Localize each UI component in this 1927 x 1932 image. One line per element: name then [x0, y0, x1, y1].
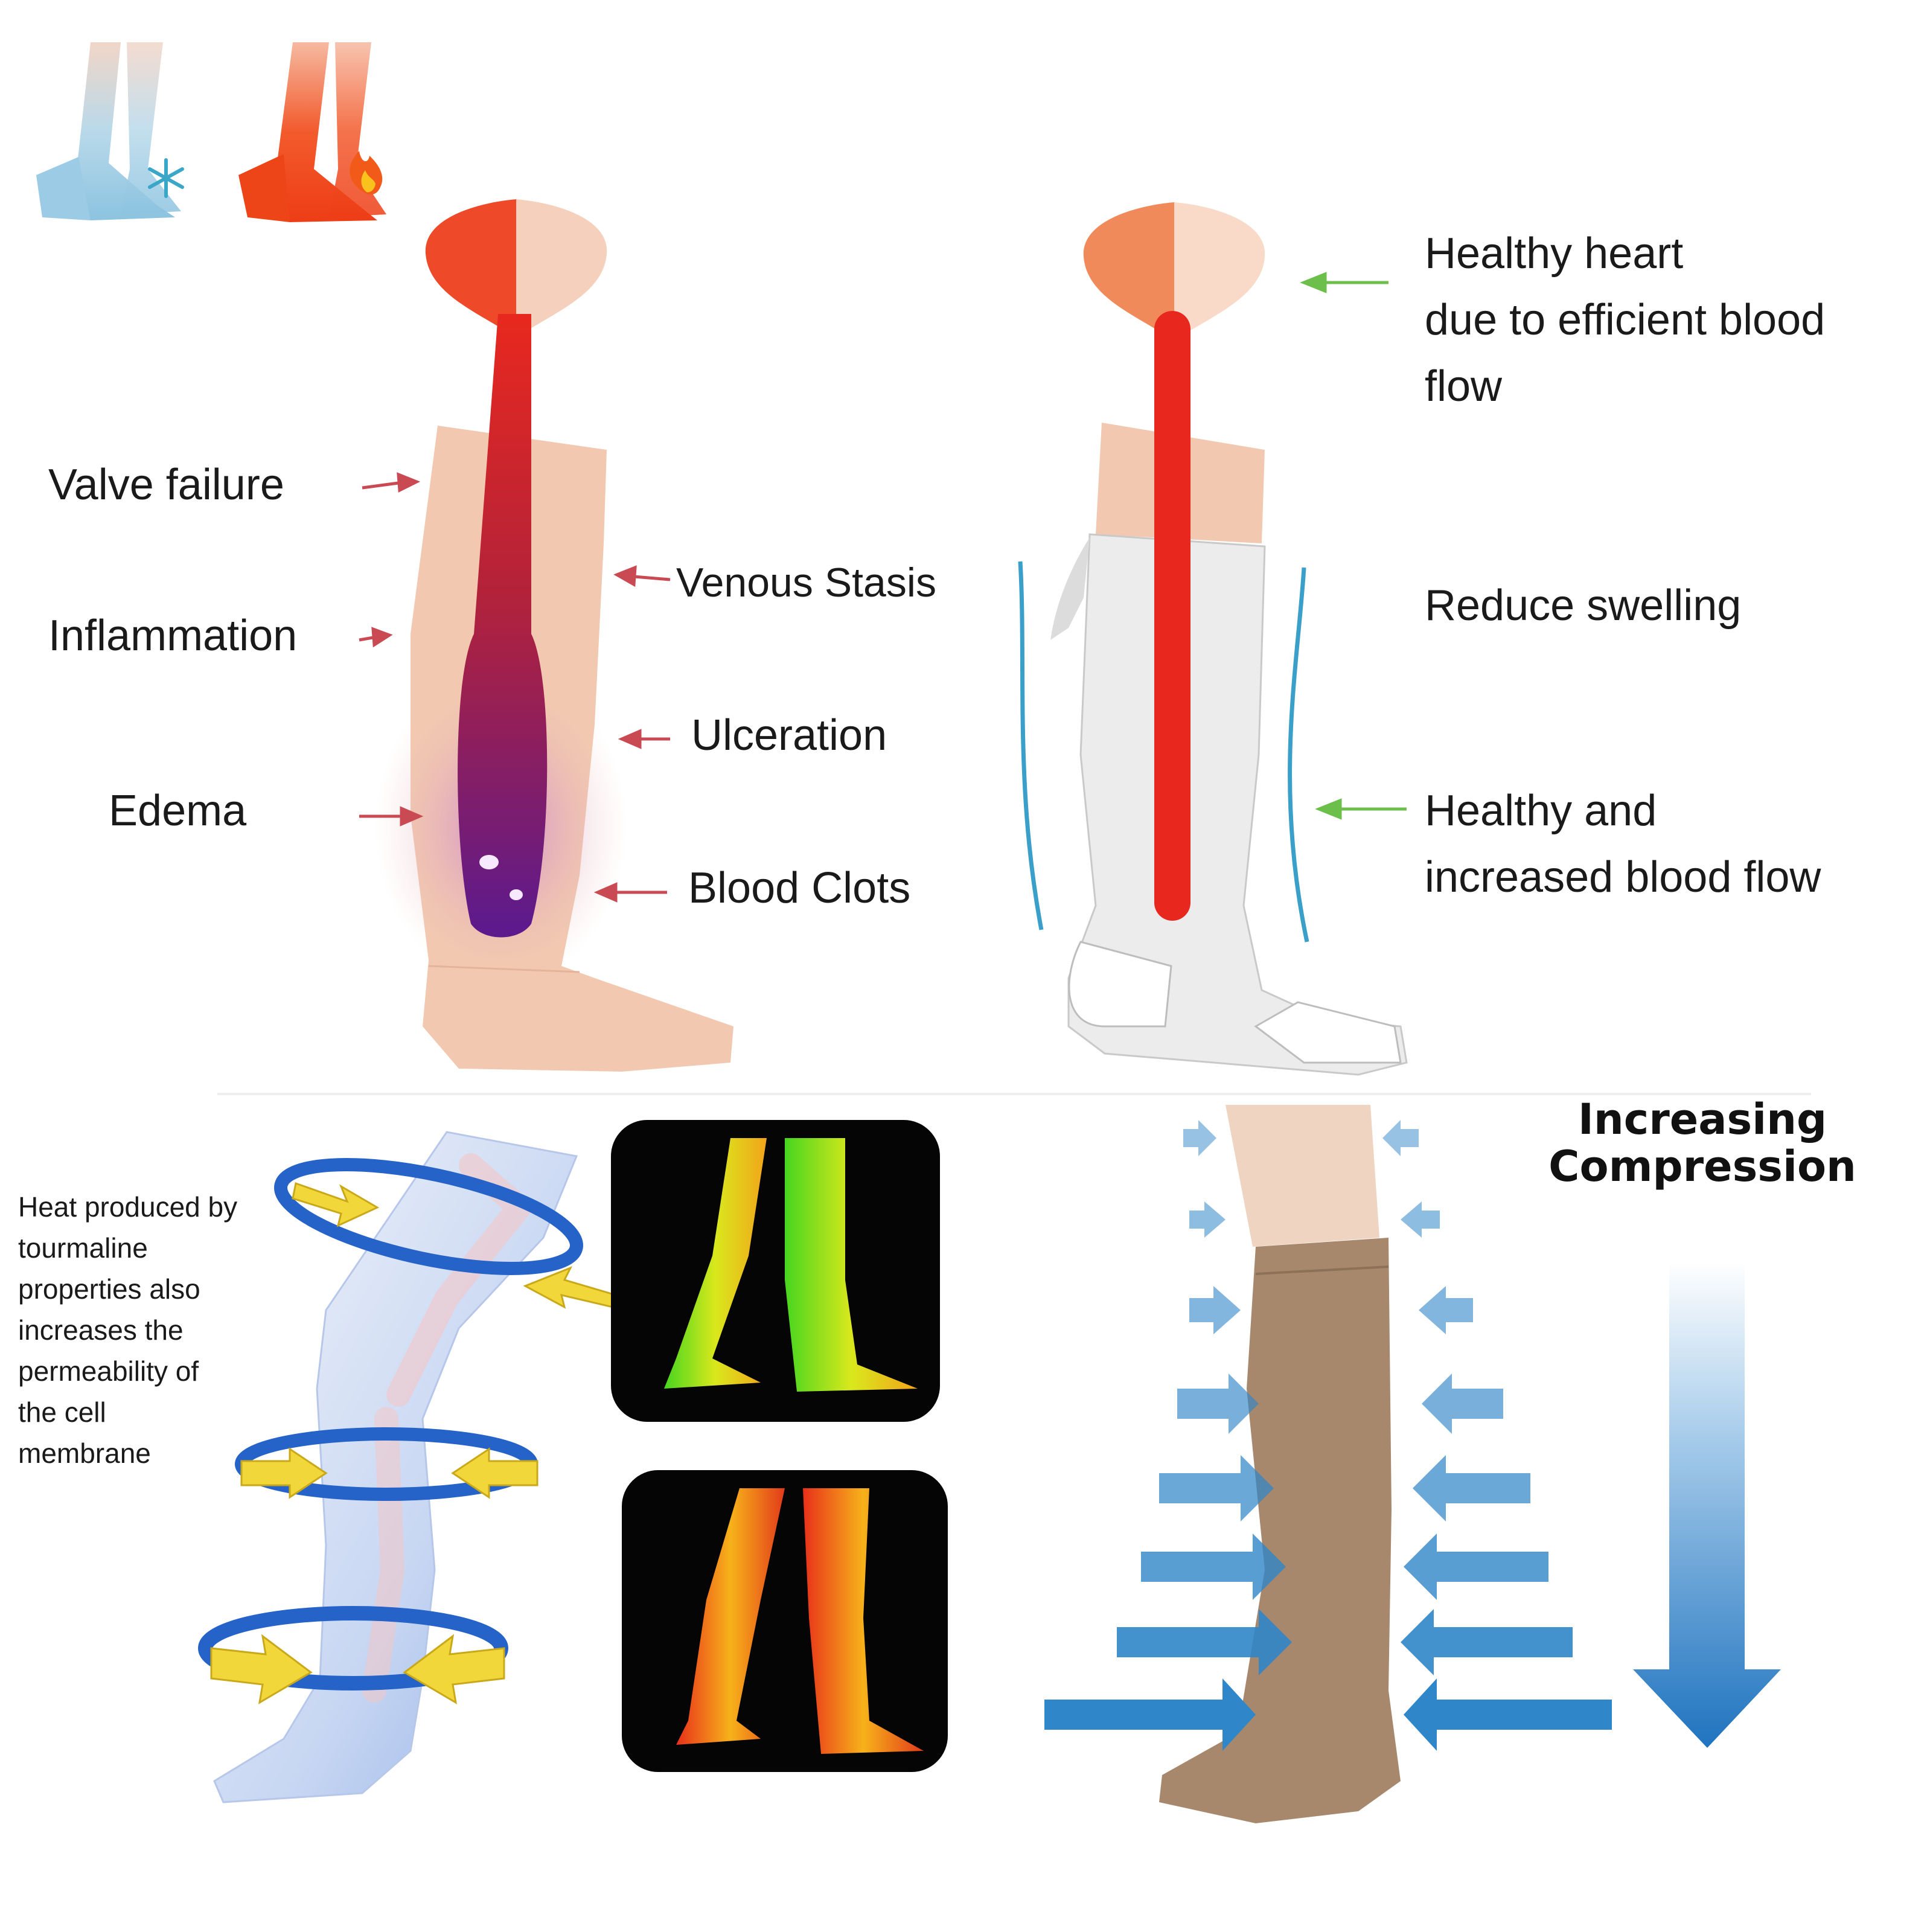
heat-line: the cell [18, 1396, 106, 1428]
band-arrows-icon [210, 1182, 617, 1704]
heat-line: permeability of [18, 1355, 199, 1387]
heat-line: properties also [18, 1273, 200, 1305]
venous-stasis-label: Venous Stasis [676, 560, 936, 606]
right-pointer-arrows [1300, 272, 1407, 820]
diseased-leg [374, 426, 733, 1072]
flame-icon [350, 151, 383, 195]
pressure-arrows [1044, 1120, 1612, 1751]
healthy-flow-line: increased blood flow [1425, 853, 1821, 901]
cold-legs-icon [36, 42, 181, 220]
valve-failure-label: Valve failure [48, 461, 284, 509]
healthy-heart-text: Healthy heart due to efficient blood flo… [1425, 220, 1825, 420]
healthy-flow-line: Healthy and [1425, 787, 1657, 835]
increasing-compression-title: Increasing Compression [1545, 1096, 1859, 1190]
blood-clots-label: Blood Clots [688, 864, 911, 912]
reduce-swelling-label: Reduce swelling [1425, 581, 1742, 630]
snowflake-icon [148, 158, 184, 198]
left-pointer-arrows [359, 472, 671, 903]
heat-description: Heat produced by tourmaline properties a… [18, 1186, 237, 1474]
compression-title-line: Increasing [1577, 1095, 1827, 1144]
blood-clot-dots [479, 855, 523, 900]
healthy-flow-text: Healthy and increased blood flow [1425, 778, 1821, 910]
healthy-heart-line: due to efficient blood [1425, 296, 1826, 344]
healthy-heart-line: flow [1425, 362, 1503, 411]
increasing-compression-arrow [1633, 1262, 1781, 1748]
heat-line: tourmaline [18, 1232, 148, 1264]
heat-line: membrane [18, 1438, 151, 1469]
hot-legs-icon [238, 42, 386, 222]
diseased-vein [458, 314, 548, 938]
thermal-image-warm [622, 1470, 948, 1772]
swelling-curves [1018, 561, 1309, 942]
inflammation-label: Inflammation [48, 612, 298, 660]
healthy-artery [1154, 311, 1190, 921]
compression-title-line: Compression [1548, 1142, 1856, 1191]
beige-stocking [1159, 1105, 1401, 1823]
healthy-heart [1083, 202, 1265, 341]
healthy-leg [1050, 423, 1408, 1076]
diseased-heart [425, 199, 607, 338]
heat-line: increases the [18, 1314, 184, 1346]
thermal-image-cold [611, 1120, 940, 1422]
ulceration-label: Ulceration [691, 711, 887, 760]
edema-label: Edema [109, 787, 247, 835]
heat-line: Heat produced by [18, 1191, 238, 1223]
healthy-heart-line: Healthy heart [1425, 229, 1684, 278]
